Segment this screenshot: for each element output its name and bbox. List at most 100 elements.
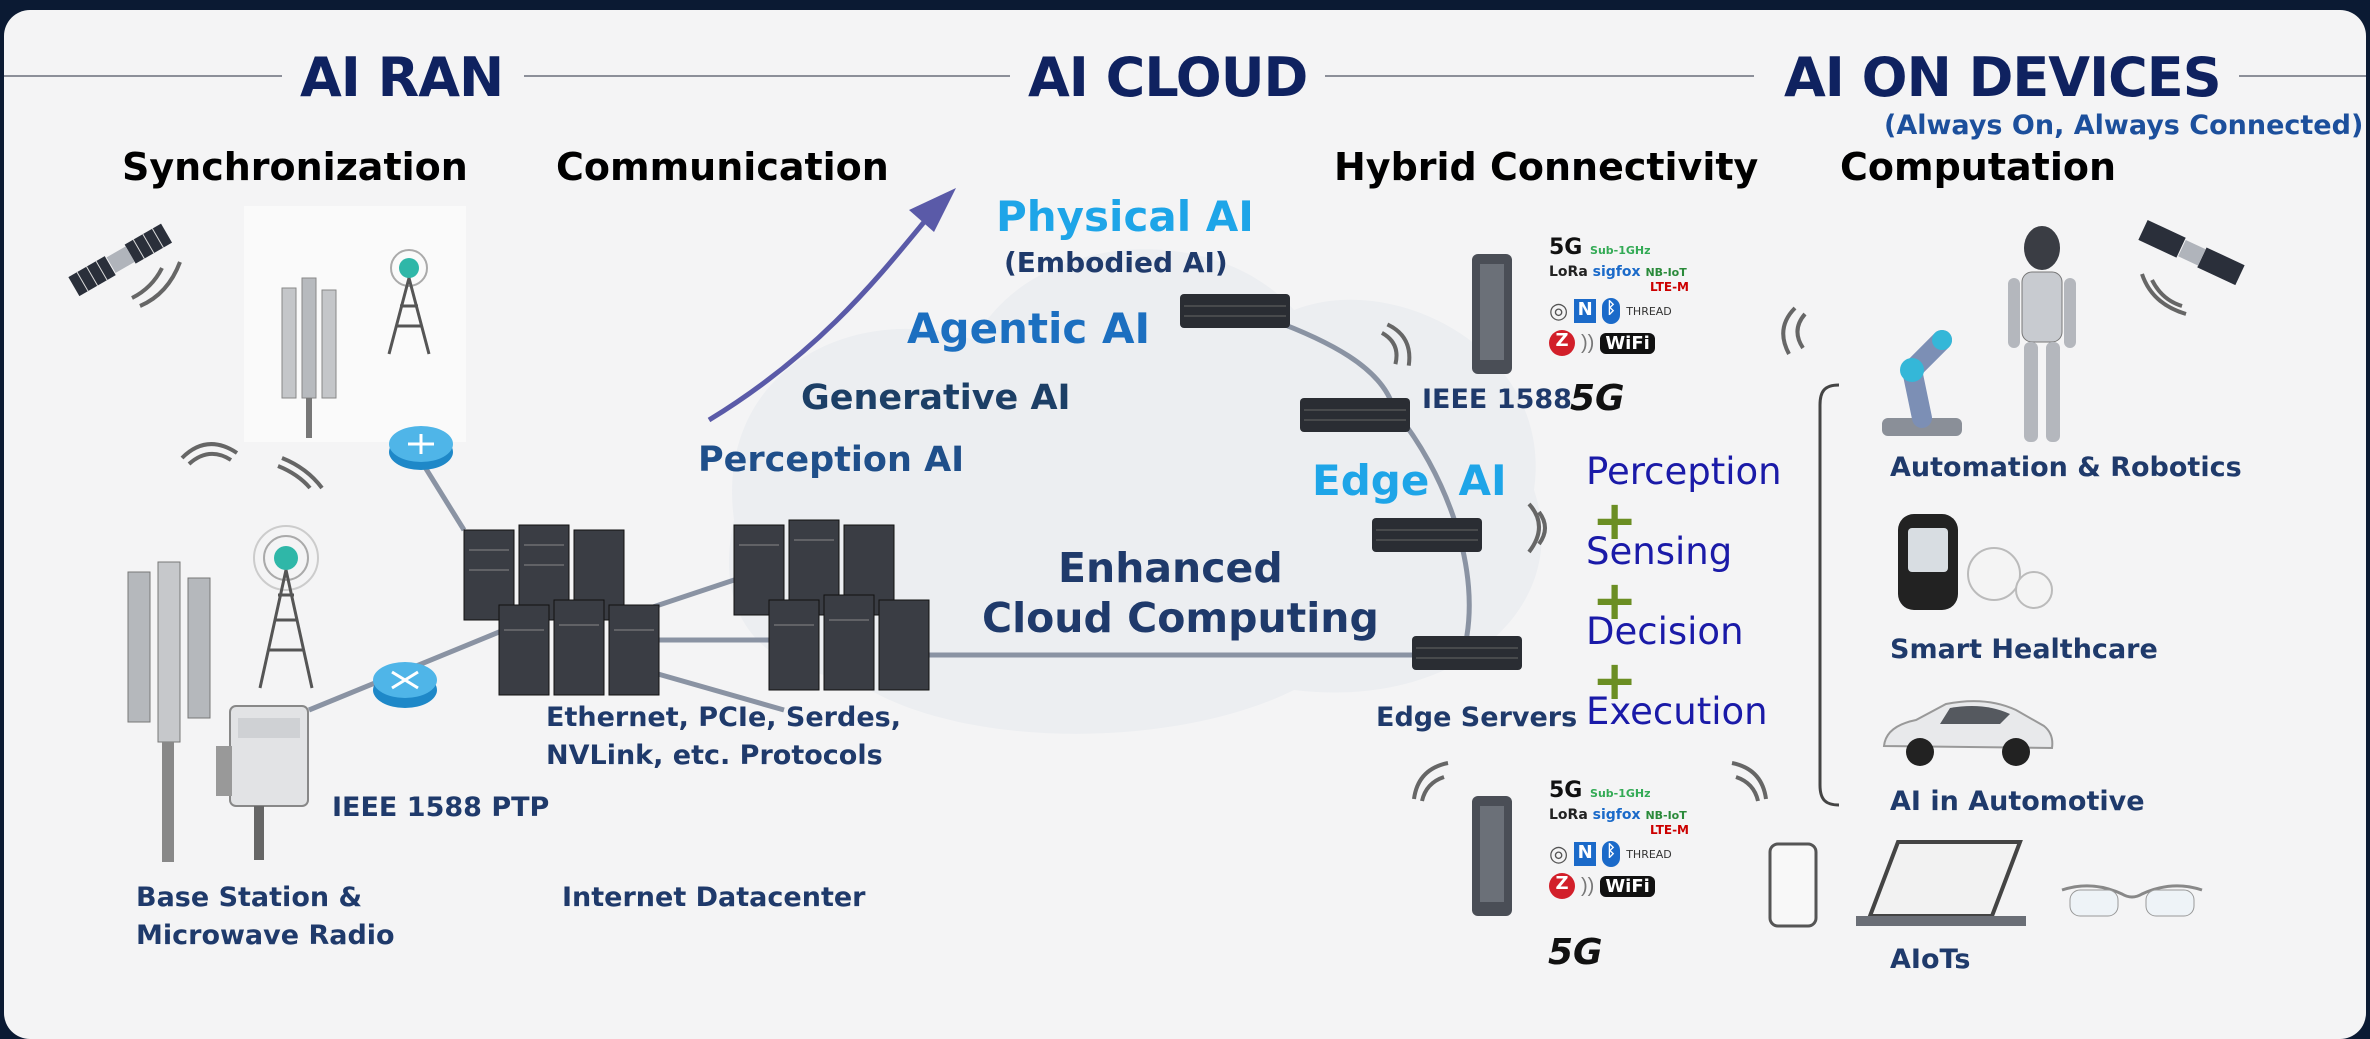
wifi-logo: WiFi <box>1600 875 1655 897</box>
robot-arm-icon <box>1882 330 1962 436</box>
header-rule <box>4 75 294 77</box>
subghz-logo: Sub-1GHz <box>1590 787 1651 800</box>
cell-tower-photo <box>244 206 466 442</box>
satellite-icon <box>68 223 182 308</box>
zigbee-icon: Z <box>1549 873 1575 899</box>
base-station-label: Microwave Radio <box>136 920 395 951</box>
datacenter-servers-icon <box>733 519 930 691</box>
section-title-ai-on-devices: AI ON DEVICES <box>1766 46 2239 109</box>
agentic-ai-label: Agentic AI <box>907 304 1151 353</box>
generative-ai-label: Generative AI <box>801 378 1071 418</box>
edge-server-icon <box>1300 398 1410 432</box>
nfc-icon: ◎ <box>1549 841 1569 866</box>
thread-logo: THREAD <box>1626 847 1672 861</box>
subhead-computation: Computation <box>1840 145 2117 189</box>
sigfox-logo: sigfox <box>1592 264 1641 280</box>
5g-logo-large: 5G <box>1570 378 1625 419</box>
aiots-label: AIoTs <box>1890 944 1971 975</box>
plus-icon: + <box>1592 569 1638 632</box>
plus-icon: + <box>1592 649 1638 712</box>
protocols-label: Ethernet, PCIe, Serdes, <box>546 702 901 733</box>
sigfox-logo: sigfox <box>1592 807 1641 823</box>
connectivity-logos: 5G Sub-1GHz LoRa sigfox NB-IoT LTE-M ◎ N… <box>1549 778 1689 899</box>
section-title-ai-ran: AI RAN <box>282 46 522 109</box>
signal-waves-icon <box>1412 761 1449 802</box>
signal-waves-icon <box>1731 761 1768 802</box>
humanoid-robot-icon <box>2008 226 2076 442</box>
wifi-logo: WiFi <box>1600 332 1655 354</box>
smartphone-icon <box>1768 842 1818 928</box>
ieee-ptp-label: IEEE 1588 PTP <box>332 792 550 823</box>
thread-logo: THREAD <box>1626 304 1672 318</box>
glucose-monitor-icon <box>1898 514 2053 610</box>
header-rule <box>2194 75 2366 77</box>
5g-logo: 5G <box>1549 235 1583 260</box>
5g-logo: 5G <box>1549 778 1583 803</box>
lora-logo: LoRa <box>1549 807 1588 823</box>
n-mark-icon: N <box>1574 299 1597 323</box>
cell-antenna-icon <box>281 277 337 438</box>
subghz-logo: Sub-1GHz <box>1590 244 1651 257</box>
signal-waves-icon <box>1781 306 1807 355</box>
n-mark-icon: N <box>1574 842 1597 866</box>
microwave-radio-icon <box>216 705 309 860</box>
edge-server-icon <box>1180 294 1290 328</box>
switch-icon <box>373 662 437 708</box>
pipeline-step: Perception <box>1586 450 1782 493</box>
router-icon <box>389 426 453 470</box>
automation-robotics-label: Automation & Robotics <box>1890 452 2242 483</box>
signal-waves-icon <box>1380 322 1412 366</box>
bluetooth-icon: ᛒ <box>1602 841 1621 867</box>
subhead-communication: Communication <box>556 145 889 189</box>
nbiot-logo: NB-IoT <box>1645 809 1687 822</box>
lte-logo: LTE-M <box>1650 823 1689 837</box>
zigbee-icon: Z <box>1549 330 1575 356</box>
pipeline-step: Execution <box>1586 690 1768 733</box>
datacenter-servers-icon <box>463 524 660 696</box>
protocols-label: NVLink, etc. Protocols <box>546 740 883 771</box>
diagram-canvas: AI RAN AI CLOUD AI ON DEVICES (Always On… <box>4 10 2366 1039</box>
subhead-hybrid-connectivity: Hybrid Connectivity <box>1334 145 1759 189</box>
nbiot-logo: NB-IoT <box>1645 266 1687 279</box>
signal-waves-icon <box>180 442 239 466</box>
lte-logo: LTE-M <box>1650 280 1689 294</box>
physical-ai-label: Physical AI <box>996 192 1254 241</box>
smart-healthcare-label: Smart Healthcare <box>1890 634 2158 665</box>
5g-logo-large: 5G <box>1548 932 1603 973</box>
perception-ai-label: Perception AI <box>698 440 965 480</box>
radio-tower-icon <box>253 525 319 689</box>
signal-waves-icon <box>277 456 324 490</box>
section-title-ai-cloud: AI CLOUD <box>1010 46 1326 109</box>
ai-automotive-label: AI in Automotive <box>1890 786 2145 817</box>
bluetooth-icon: ᛒ <box>1602 298 1621 324</box>
wave-icon: )) <box>1581 874 1595 897</box>
edge-server-icon <box>1372 518 1482 552</box>
satellite-icon <box>2138 219 2245 316</box>
nfc-icon: ◎ <box>1549 298 1569 323</box>
smart-glasses-icon <box>2061 884 2203 917</box>
gateway-device-icon <box>1472 254 1512 374</box>
car-icon <box>1882 700 2054 766</box>
pipeline-step: Decision <box>1586 610 1744 653</box>
section-subtitle: (Always On, Always Connected) <box>1884 110 2364 141</box>
signal-waves-icon <box>1527 502 1547 554</box>
enhanced-cloud-label: Cloud Computing <box>982 594 1379 642</box>
plus-icon: + <box>1592 489 1638 552</box>
edge-server-icon <box>1412 636 1522 670</box>
embodied-ai-label: (Embodied AI) <box>1004 246 1228 279</box>
lora-logo: LoRa <box>1549 264 1588 280</box>
enhanced-cloud-label: Enhanced <box>1058 544 1283 592</box>
edge-servers-label: Edge Servers <box>1376 702 1578 733</box>
ieee-1588-label: IEEE 1588 <box>1422 384 1572 415</box>
edge-ai-label: Edge AI <box>1312 456 1507 505</box>
connectivity-logos: 5G Sub-1GHz LoRa sigfox NB-IoT LTE-M ◎ N… <box>1549 235 1689 356</box>
internet-datacenter-label: Internet Datacenter <box>562 882 866 913</box>
cell-antenna-icon <box>127 561 211 862</box>
base-station-label: Base Station & <box>136 882 363 913</box>
radio-tower-icon <box>387 249 431 355</box>
wave-icon: )) <box>1581 331 1595 354</box>
cloud-background <box>729 249 1542 734</box>
pipeline-step: Sensing <box>1586 530 1733 573</box>
gateway-device-icon <box>1472 796 1512 916</box>
tablet-icon <box>1856 840 2026 926</box>
